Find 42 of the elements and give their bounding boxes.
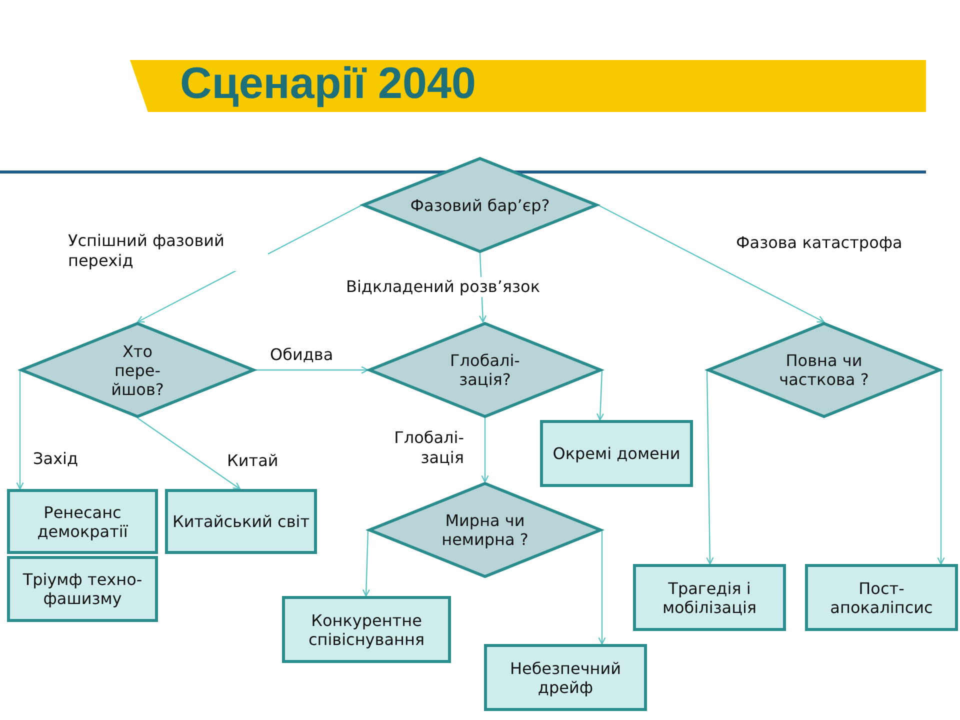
edge-label: Відкладений розв’язок <box>346 277 540 297</box>
outcome-text: Трагедія і мобілізація <box>661 578 758 616</box>
decision-diamond <box>368 482 602 578</box>
outcome-text: Конкурентне співіснування <box>307 610 426 648</box>
outcome-box <box>165 489 317 554</box>
edge-label: Успішний фазовий перехід <box>68 231 268 271</box>
question-text: Фазовий бар’єр? <box>410 196 550 214</box>
outcome-text: Ренесанс демократії <box>36 502 129 540</box>
outcome-box <box>282 596 451 663</box>
question-text: Мирна чи немирна ? <box>440 511 530 549</box>
question-text: Повна чи часткова ? <box>778 351 870 389</box>
outcome-box <box>540 420 693 487</box>
arrow <box>16 370 24 490</box>
arrow <box>481 418 489 483</box>
decision-diamond <box>362 157 598 253</box>
arrow <box>137 418 241 490</box>
arrow <box>937 370 945 565</box>
outcome-box <box>484 644 647 711</box>
outcome-text: Окремі домени <box>552 444 680 463</box>
edge-label: Обидва <box>270 345 334 365</box>
outcome-text: Тріумф техно- фашизму <box>22 570 144 608</box>
decision-diamond <box>368 322 602 418</box>
outcome-text: Небезпечний дрейф <box>508 658 622 696</box>
title: Сценарії 2040 <box>180 58 476 110</box>
outcome-box <box>7 556 158 622</box>
decision-diamond <box>20 322 255 418</box>
decision-diamond <box>707 322 941 418</box>
question-text: Хто пере- йшов? <box>110 342 165 398</box>
outcome-text: Пост- апокаліпсис <box>829 578 934 616</box>
arrow <box>362 530 370 597</box>
arrow <box>598 204 825 323</box>
arrow <box>255 366 369 374</box>
arrow <box>706 370 714 565</box>
arrow <box>598 530 606 645</box>
outcome-text: Китайський світ <box>172 512 310 531</box>
edge-label: Захід <box>33 449 78 469</box>
outcome-box <box>633 564 786 631</box>
outcome-box <box>7 489 158 554</box>
question-text: Глобалі- зація? <box>449 351 521 389</box>
edge-label: Фазова катастрофа <box>736 233 902 253</box>
outcome-box <box>805 564 958 631</box>
arrow <box>596 370 604 421</box>
